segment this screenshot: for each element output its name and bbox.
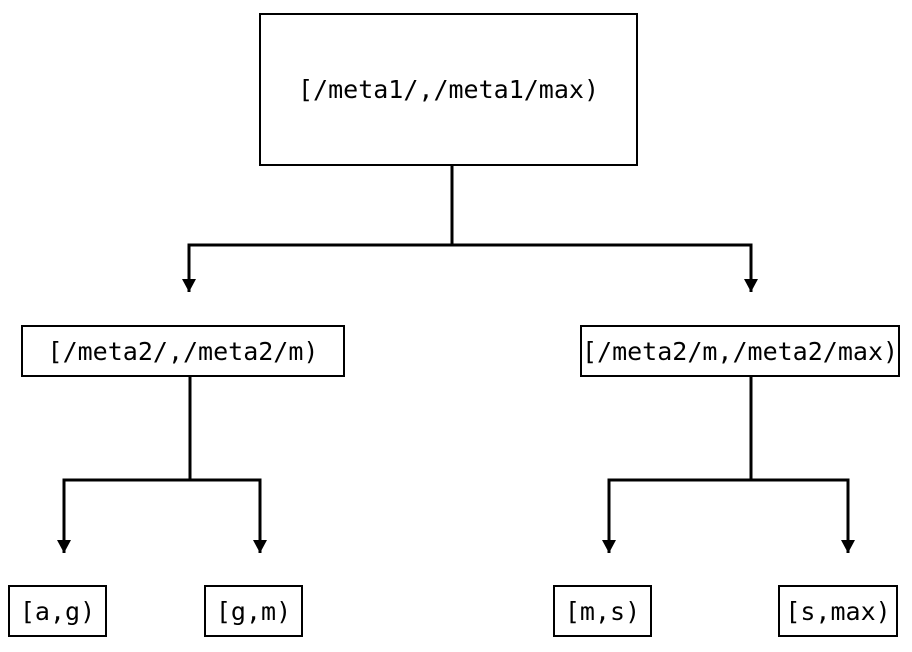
- tree-node-mid-right[interactable]: [/meta2/m,/meta2/max): [580, 325, 900, 377]
- edge-mid-right-to-leaf-3: [602, 377, 753, 553]
- edge-mid-right-to-leaf-4: [749, 377, 855, 553]
- edge-root-to-mid-left: [182, 166, 454, 292]
- tree-node-leaf-2[interactable]: [g,m): [204, 585, 303, 637]
- tree-node-leaf-3[interactable]: [m,s): [553, 585, 652, 637]
- tree-node-root-label: [/meta1/,/meta1/max): [297, 75, 600, 104]
- edge-root-to-mid-right: [450, 166, 758, 292]
- tree-node-leaf-1[interactable]: [a,g): [8, 585, 107, 637]
- tree-node-leaf-2-label: [g,m): [215, 596, 292, 626]
- tree-node-leaf-4[interactable]: [s,max): [778, 585, 898, 637]
- edge-mid-left-to-leaf-1: [57, 377, 192, 553]
- tree-node-root[interactable]: [/meta1/,/meta1/max): [259, 13, 638, 166]
- tree-node-mid-right-label: [/meta2/m,/meta2/max): [581, 336, 899, 366]
- tree-node-leaf-1-label: [a,g): [19, 596, 96, 626]
- tree-node-leaf-3-label: [m,s): [564, 596, 641, 626]
- tree-node-mid-left-label: [/meta2/,/meta2/m): [47, 336, 319, 366]
- edge-mid-left-to-leaf-2: [188, 377, 267, 553]
- tree-node-leaf-4-label: [s,max): [785, 596, 891, 626]
- tree-node-mid-left[interactable]: [/meta2/,/meta2/m): [21, 325, 345, 377]
